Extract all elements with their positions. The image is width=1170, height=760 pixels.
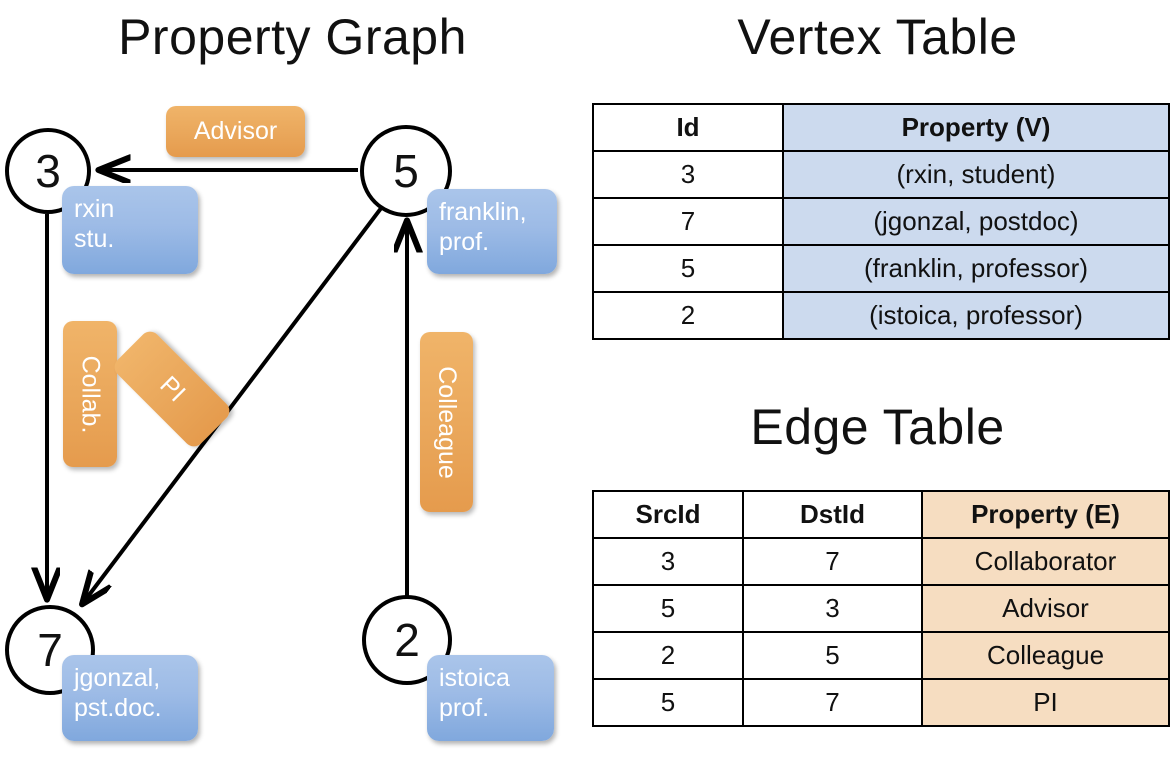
vertex-cell-id: 3 (592, 150, 784, 199)
edge-cell-property: Collaborator (921, 537, 1170, 586)
page-title-vertex-table: Vertex Table (737, 9, 1018, 65)
page-title-property-graph: Property Graph (118, 9, 467, 65)
node-property-box-2: istoica prof. (427, 655, 554, 741)
node-property-box-5: franklin, prof. (427, 189, 557, 274)
node-property-line: stu. (74, 224, 115, 253)
edge-header-srcid: SrcId (592, 490, 744, 539)
edge-label-text: Advisor (193, 117, 278, 145)
node-property-box-7: jgonzal, pst.doc. (62, 655, 198, 741)
edge-header-dstid: DstId (742, 490, 923, 539)
vertex-table: Id Property (V) 3 (rxin, student) 7 (jgo… (592, 103, 1170, 340)
table-row[interactable]: 5 7 PI (592, 678, 1170, 727)
edge-cell-property: Colleague (921, 631, 1170, 680)
table-row[interactable]: 5 3 Advisor (592, 584, 1170, 633)
edge-cell-dstid: 3 (742, 584, 923, 633)
graph-edges-svg (0, 0, 585, 760)
node-property-line: rxin (74, 195, 115, 223)
edge-label-text: Colleague (433, 365, 461, 479)
node-property-line: jgonzal, (74, 664, 161, 692)
vertex-cell-property: (istoica, professor) (782, 291, 1170, 340)
edge-table: SrcId DstId Property (E) 3 7 Collaborato… (592, 490, 1170, 727)
edge-cell-srcid: 5 (592, 678, 744, 727)
table-row[interactable]: 2 5 Colleague (592, 631, 1170, 680)
table-row[interactable]: 2 (istoica, professor) (592, 291, 1170, 340)
edge-label-colleague: Colleague (420, 332, 473, 512)
edge-label-collab: Collab. (63, 321, 117, 467)
node-property-line: prof. (439, 227, 490, 256)
node-property-box-3: rxin stu. (62, 186, 198, 274)
property-graph-diagram: 3 5 7 2 rxin stu. franklin, prof. jgonza… (0, 0, 585, 760)
edge-cell-property: PI (921, 678, 1170, 727)
edge-label-advisor: Advisor (166, 106, 305, 157)
edge-cell-property: Advisor (921, 584, 1170, 633)
table-header-row: Id Property (V) (592, 103, 1170, 152)
vertex-cell-id: 7 (592, 197, 784, 246)
table-header-row: SrcId DstId Property (E) (592, 490, 1170, 539)
vertex-cell-property: (jgonzal, postdoc) (782, 197, 1170, 246)
edge-cell-srcid: 3 (592, 537, 744, 586)
node-property-line: istoica (439, 664, 510, 692)
vertex-cell-id: 5 (592, 244, 784, 293)
edge-cell-dstid: 5 (742, 631, 923, 680)
edge-header-property: Property (E) (921, 490, 1170, 539)
vertex-header-id: Id (592, 103, 784, 152)
node-property-line: pst.doc. (74, 693, 162, 722)
vertex-cell-property: (rxin, student) (782, 150, 1170, 199)
table-row[interactable]: 3 7 Collaborator (592, 537, 1170, 586)
edge-label-text: PI (154, 370, 191, 407)
edge-cell-srcid: 5 (592, 584, 744, 633)
table-row[interactable]: 5 (franklin, professor) (592, 244, 1170, 293)
vertex-cell-property: (franklin, professor) (782, 244, 1170, 293)
edge-cell-dstid: 7 (742, 537, 923, 586)
table-row[interactable]: 7 (jgonzal, postdoc) (592, 197, 1170, 246)
graph-node-5[interactable]: 5 (360, 125, 452, 217)
node-property-line: franklin, (439, 198, 527, 226)
edge-cell-dstid: 7 (742, 678, 923, 727)
vertex-cell-id: 2 (592, 291, 784, 340)
edge-cell-srcid: 2 (592, 631, 744, 680)
graph-node-2[interactable]: 2 (362, 595, 452, 685)
node-property-line: prof. (439, 693, 490, 722)
edge-label-text: Collab. (76, 355, 105, 433)
edge-5-to-7-pi (83, 201, 387, 603)
page-title-edge-table: Edge Table (750, 399, 1005, 455)
table-row[interactable]: 3 (rxin, student) (592, 150, 1170, 199)
vertex-header-property: Property (V) (782, 103, 1170, 152)
